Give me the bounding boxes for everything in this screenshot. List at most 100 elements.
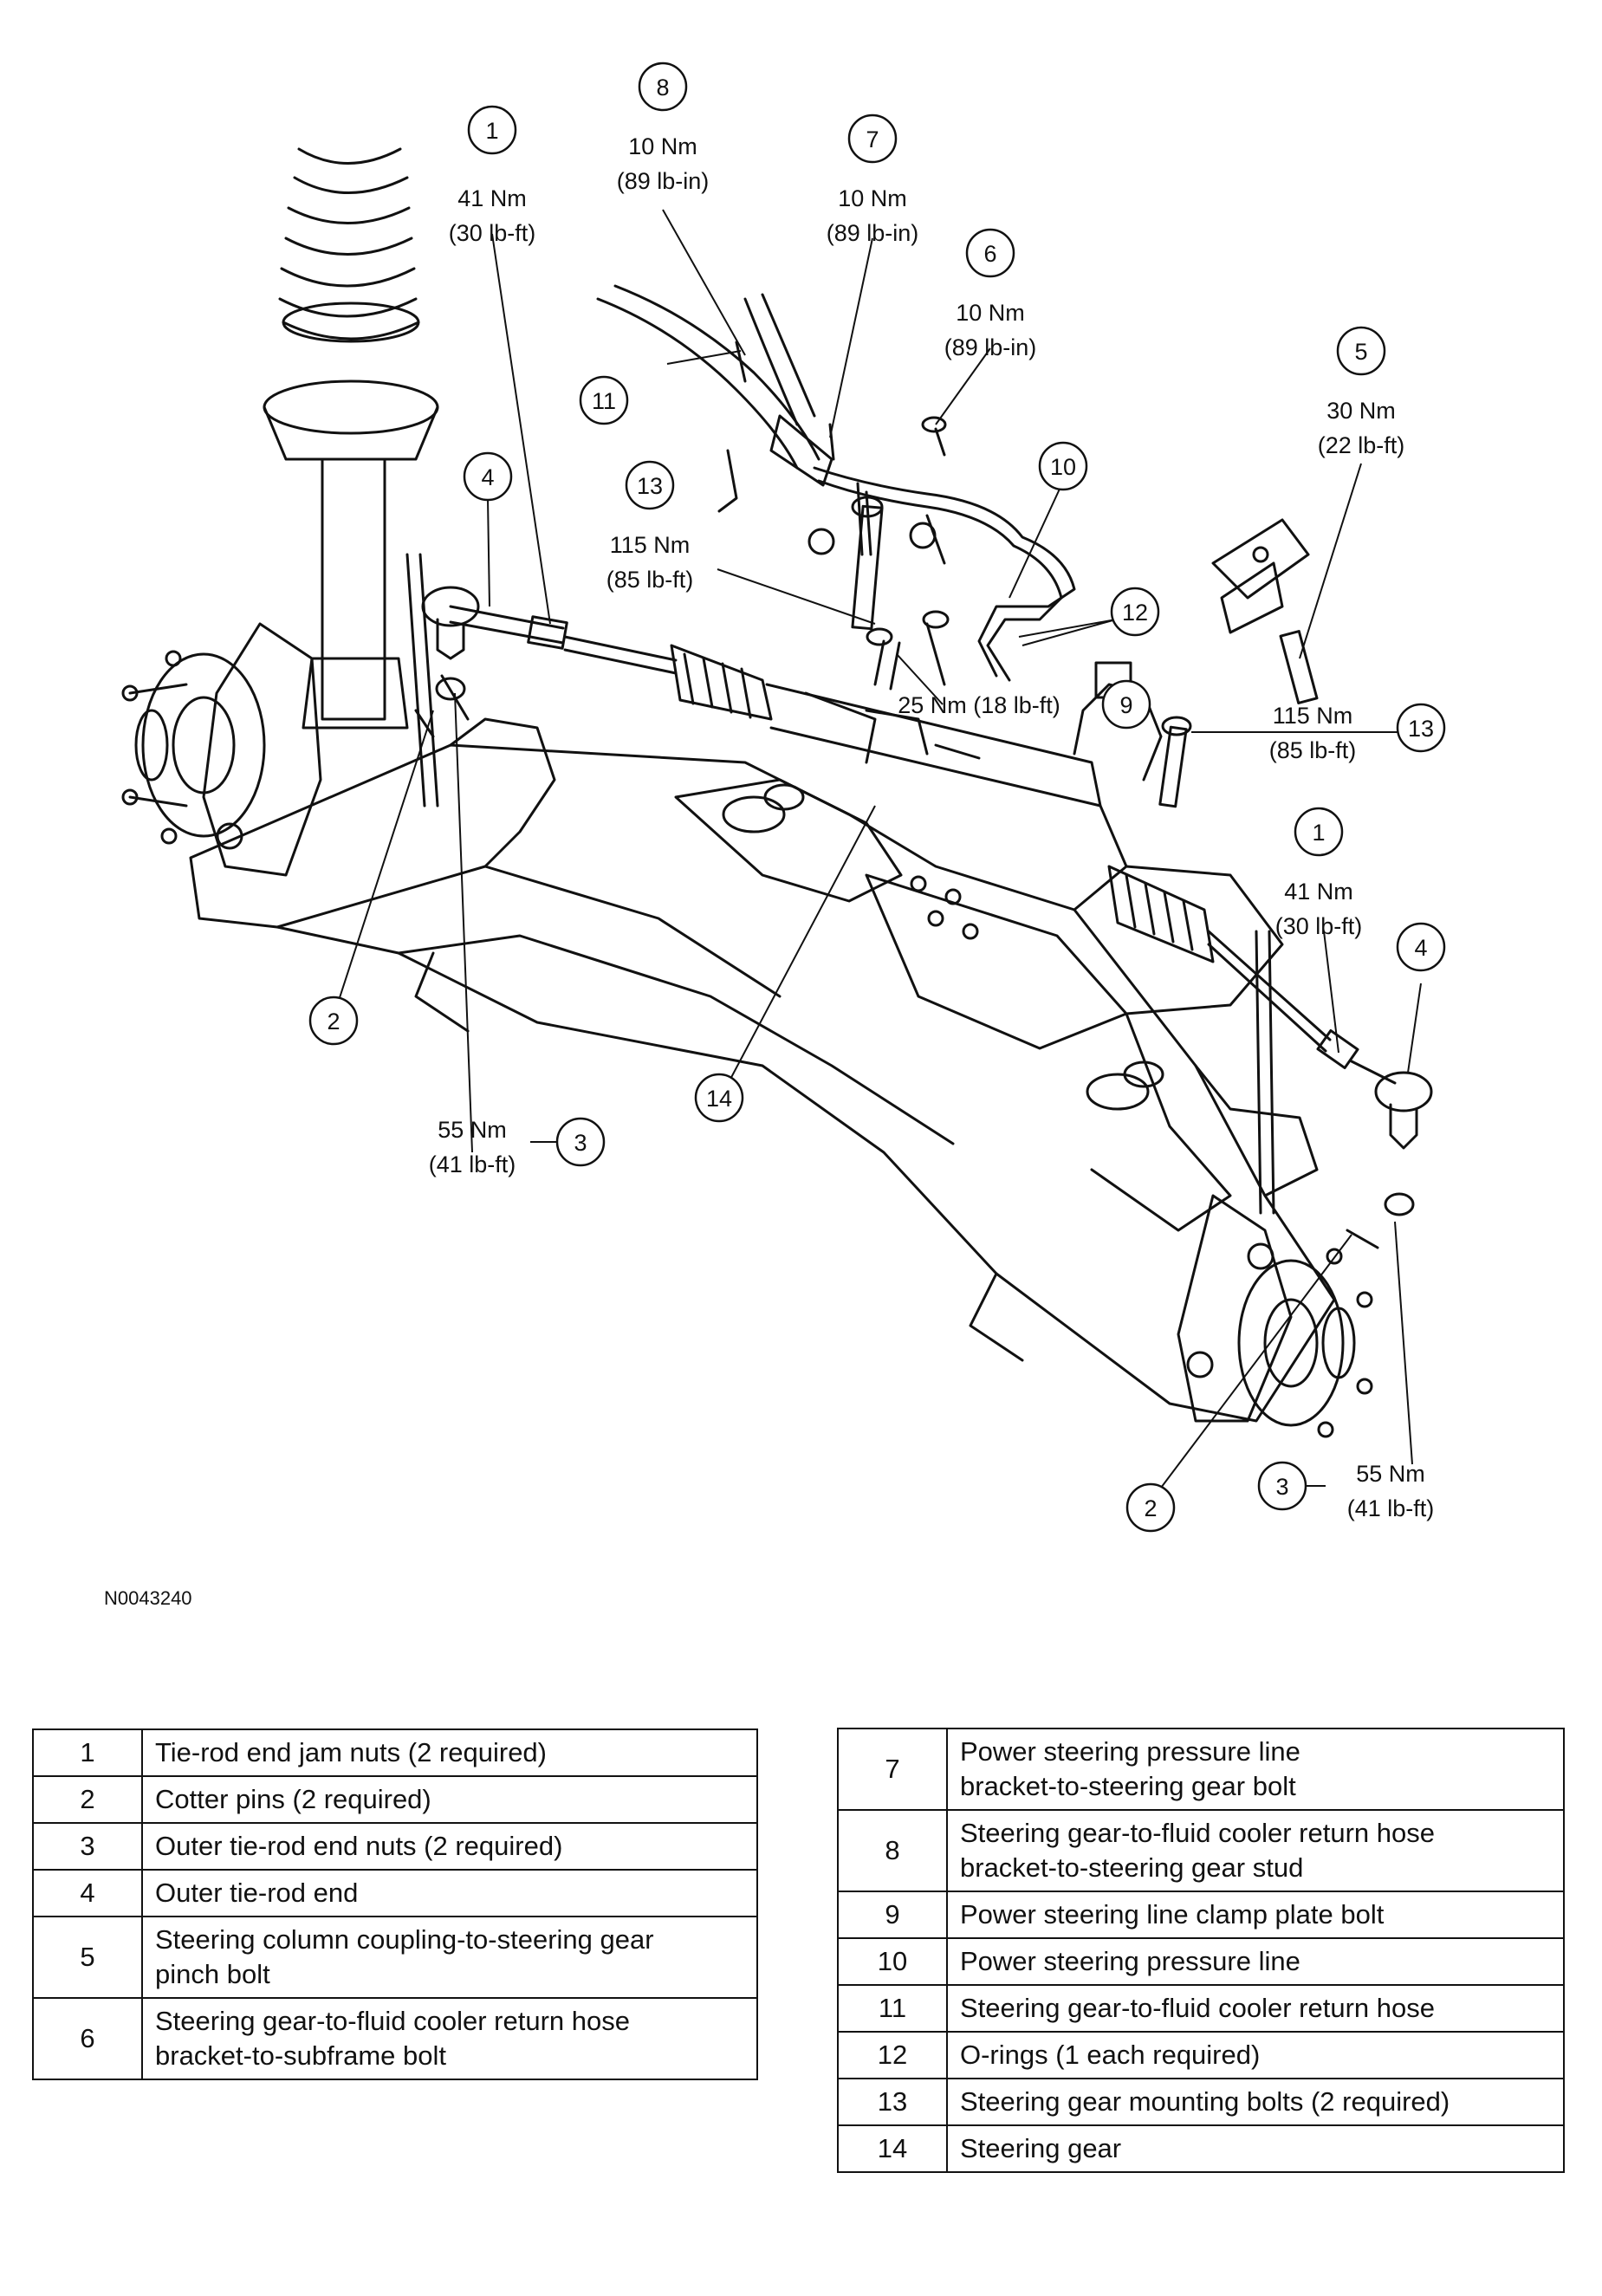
torque-spec: (89 lb-in) xyxy=(617,168,710,194)
callout-number: 13 xyxy=(637,473,663,499)
legend-item-description: Tie-rod end jam nuts (2 required) xyxy=(141,1728,758,1777)
illustration xyxy=(121,147,1433,1438)
steering-gear-rack xyxy=(449,605,1397,1085)
callout-number: 10 xyxy=(1050,454,1076,480)
legend-item-description: Steering gear mounting bolts (2 required… xyxy=(946,2078,1565,2126)
left-knuckle-hub xyxy=(121,622,322,877)
callout-circle xyxy=(1101,679,1151,730)
legend-item-number: 5 xyxy=(32,1916,143,1999)
callout-13: 13 115 Nm (85 lb-ft) xyxy=(1269,703,1446,763)
callout-10: 10 xyxy=(1038,441,1088,491)
torque-spec: (85 lb-ft) xyxy=(1269,737,1357,763)
callout-circle xyxy=(463,451,513,502)
torque-spec: 10 Nm xyxy=(628,133,697,159)
legend-item-description: Outer tie-rod end nuts (2 required) xyxy=(141,1822,758,1871)
legend-item-number: 12 xyxy=(837,2031,948,2079)
torque-spec: 10 Nm xyxy=(956,300,1025,326)
callout-number: 2 xyxy=(1144,1495,1157,1521)
steering-gear-exploded-diagram: 141 Nm(30 lb-ft)810 Nm(89 lb-in)710 Nm(8… xyxy=(121,62,1446,1533)
callout-circle xyxy=(847,114,898,164)
torque-spec: 115 Nm xyxy=(1273,703,1353,729)
callout-2: 2 xyxy=(308,996,359,1046)
callout-number: 11 xyxy=(592,388,616,414)
torque-spec: 30 Nm xyxy=(1326,398,1396,424)
torque-spec: (22 lb-ft) xyxy=(1318,432,1405,458)
torque-spec: (30 lb-ft) xyxy=(449,220,536,246)
legend-item-number: 4 xyxy=(32,1869,143,1917)
callout-circle xyxy=(694,1073,744,1123)
legend-item-description: O-rings (1 each required) xyxy=(946,2031,1565,2079)
strut-coil-spring xyxy=(263,147,439,730)
torque-spec: 41 Nm xyxy=(1284,879,1353,905)
callout-2: 2 xyxy=(1125,1482,1176,1533)
torque-spec: (89 lb-in) xyxy=(944,334,1037,360)
callout-number: 7 xyxy=(866,126,879,152)
callout-circle xyxy=(1110,587,1160,637)
callout-number: 3 xyxy=(574,1130,587,1156)
callout-circle xyxy=(1257,1461,1307,1511)
legend-item-number: 11 xyxy=(837,1984,948,2033)
legend-item-description: Steering gear-to-fluid cooler return hos… xyxy=(946,1984,1565,2033)
callout-3: 355 Nm(41 lb-ft) xyxy=(429,1117,606,1177)
torque-spec: 10 Nm xyxy=(838,185,907,211)
torque-spec: 55 Nm xyxy=(438,1117,507,1143)
torque-spec: (41 lb-ft) xyxy=(1347,1495,1435,1521)
legend-item-number: 2 xyxy=(32,1775,143,1824)
legend-item-number: 1 xyxy=(32,1728,143,1777)
callout-6: 610 Nm(89 lb-in) xyxy=(944,228,1037,360)
callout-circle xyxy=(1336,326,1386,376)
callout-circle xyxy=(1396,703,1446,753)
subframe xyxy=(189,717,1336,1423)
callout-14: 14 xyxy=(694,1073,744,1123)
torque-spec: 55 Nm xyxy=(1356,1461,1425,1487)
callout-number: 4 xyxy=(1414,935,1427,961)
callout-circle xyxy=(965,228,1015,278)
torque-spec: (89 lb-in) xyxy=(827,220,919,246)
legend-item-description: Steering gear xyxy=(946,2124,1565,2173)
callout-circle xyxy=(555,1117,606,1167)
legend-item-number: 13 xyxy=(837,2078,948,2126)
outer-tie-rod-ends xyxy=(421,586,1433,1150)
callout-4: 4 xyxy=(463,451,513,502)
callout-number: 1 xyxy=(1312,820,1325,846)
callout-9: 925 Nm (18 lb-ft) xyxy=(898,679,1151,730)
legend-item-number: 9 xyxy=(837,1891,948,1939)
callout-circle xyxy=(579,375,629,425)
callout-1: 141 Nm(30 lb-ft) xyxy=(449,105,536,246)
callout-circle xyxy=(1038,441,1088,491)
callout-circle xyxy=(638,62,688,112)
callout-12: 12 xyxy=(1110,587,1160,637)
legend-item-description: Cotter pins (2 required) xyxy=(141,1775,758,1824)
legend-item-description: Power steering line clamp plate bolt xyxy=(946,1891,1565,1939)
column-coupling xyxy=(1211,518,1319,704)
callout-circle xyxy=(1294,807,1344,857)
torque-spec: (30 lb-ft) xyxy=(1275,913,1363,939)
callout-circle xyxy=(1125,1482,1176,1533)
torque-spec: (85 lb-ft) xyxy=(606,567,694,593)
callout-number: 13 xyxy=(1408,716,1434,742)
legend-item-number: 3 xyxy=(32,1822,143,1871)
callout-circle xyxy=(625,460,675,510)
right-knuckle-hub xyxy=(1177,1194,1373,1438)
callout-number: 1 xyxy=(485,118,498,144)
legend-item-number: 7 xyxy=(837,1728,948,1811)
callout-number: 9 xyxy=(1119,692,1132,718)
callout-7: 7 10 Nm (89 lb-in) xyxy=(827,114,919,246)
callout-11: 11 xyxy=(579,375,629,425)
callout-number: 5 xyxy=(1354,339,1367,365)
callout-8: 810 Nm(89 lb-in) xyxy=(617,62,710,194)
legend-item-description: Outer tie-rod end xyxy=(141,1869,758,1917)
